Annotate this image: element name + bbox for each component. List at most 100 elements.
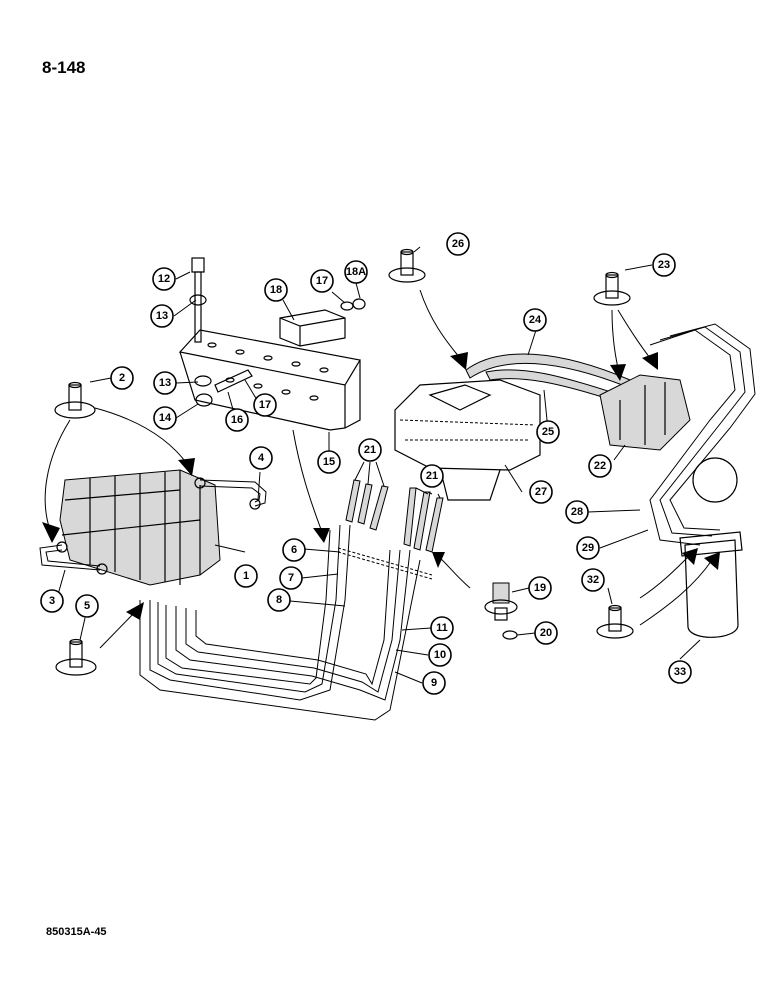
bolt-16 — [214, 369, 253, 393]
accumulator-27 — [394, 379, 541, 501]
svg-text:17: 17 — [316, 275, 328, 287]
tube-4-fitting — [194, 477, 206, 489]
tube-4 — [199, 479, 267, 507]
callout: 13 — [153, 371, 177, 395]
svg-text:28: 28 — [571, 506, 583, 518]
svg-text:2: 2 — [119, 372, 125, 384]
callout: 26 — [446, 232, 470, 256]
svg-text:19: 19 — [534, 582, 546, 594]
callout: 10 — [428, 643, 452, 667]
callout: 7 — [279, 566, 303, 590]
svg-text:23: 23 — [658, 259, 670, 271]
svg-text:10: 10 — [434, 649, 446, 661]
svg-text:8: 8 — [276, 594, 282, 606]
tube-bundle — [139, 524, 421, 721]
svg-text:7: 7 — [288, 572, 294, 584]
callout: 5 — [75, 594, 99, 618]
svg-text:21: 21 — [364, 444, 376, 456]
direction-arrows — [42, 289, 720, 649]
nut-13-upper — [189, 294, 207, 306]
valve-19 — [484, 582, 518, 621]
nut-13-lower — [194, 375, 212, 387]
callout: 29 — [576, 536, 600, 560]
svg-text:22: 22 — [594, 460, 606, 472]
svg-text:14: 14 — [159, 412, 172, 424]
svg-text:17: 17 — [259, 399, 271, 411]
callout: 21 — [420, 464, 444, 488]
svg-text:6: 6 — [291, 544, 297, 556]
nut-18a — [352, 298, 366, 310]
callout: 1 — [234, 564, 258, 588]
tube-clamp-strip — [337, 547, 433, 580]
bolt-flange-5 — [55, 638, 97, 676]
hoses-21-left — [345, 479, 389, 531]
callout: 13 — [150, 304, 174, 328]
callout: 32 — [581, 568, 605, 592]
tube-4-fitting — [249, 498, 261, 510]
svg-text:11: 11 — [436, 622, 448, 634]
bolt-flange-2 — [54, 381, 96, 419]
svg-text:9: 9 — [431, 677, 437, 689]
tube-3 — [39, 544, 101, 571]
bolt-12 — [191, 257, 205, 343]
callout: 17 — [253, 393, 277, 417]
washer-17 — [340, 301, 354, 311]
svg-text:15: 15 — [323, 456, 335, 468]
callout: 20 — [534, 621, 558, 645]
tube-29b — [669, 323, 756, 531]
tube-3-fitting — [96, 563, 108, 575]
callout: 21 — [358, 438, 382, 462]
svg-text:13: 13 — [159, 377, 171, 389]
tube-29 — [659, 326, 746, 537]
callout: 3 — [40, 589, 64, 613]
tube-28 — [649, 329, 736, 546]
filter-33 — [679, 457, 743, 638]
callout: 17 — [310, 269, 334, 293]
svg-text:20: 20 — [540, 627, 552, 639]
svg-text:16: 16 — [231, 414, 243, 426]
document-code: 850315A-45 — [46, 926, 107, 938]
callout: 24 — [523, 308, 547, 332]
svg-text:3: 3 — [49, 595, 55, 607]
callout: 33 — [668, 660, 692, 684]
svg-text:27: 27 — [535, 486, 547, 498]
mounting-bracket — [178, 329, 361, 431]
svg-text:26: 26 — [452, 238, 464, 250]
bolt-flange-32 — [596, 604, 634, 639]
bolt-flange-23 — [593, 271, 631, 306]
bolt-flange-26 — [388, 248, 426, 283]
nut-20 — [502, 630, 518, 640]
callout: 18 — [264, 278, 288, 302]
callout: 11 — [430, 616, 454, 640]
svg-text:18A: 18A — [346, 266, 366, 278]
control-valve-block — [59, 469, 221, 586]
callout: 28 — [565, 500, 589, 524]
clamp-block-18 — [279, 309, 346, 347]
pilot-valve-22 — [599, 374, 691, 451]
callout: 2 — [110, 366, 134, 390]
callout: 14 — [153, 406, 177, 430]
tube-3-fitting — [56, 541, 68, 553]
svg-text:12: 12 — [158, 273, 170, 285]
callout: 22 — [588, 454, 612, 478]
svg-text:4: 4 — [258, 452, 265, 464]
svg-text:18: 18 — [270, 284, 282, 296]
callout: 25 — [536, 420, 560, 444]
callout: 8 — [267, 588, 291, 612]
callout: 12 — [152, 267, 176, 291]
callout: 23 — [652, 253, 676, 277]
svg-text:24: 24 — [529, 314, 542, 326]
callout: 18A — [344, 260, 368, 284]
callout: 15 — [317, 450, 341, 474]
callout: 19 — [528, 576, 552, 600]
callout: 6 — [282, 538, 306, 562]
callout: 9 — [422, 671, 446, 695]
svg-text:29: 29 — [582, 542, 594, 554]
svg-text:13: 13 — [156, 310, 168, 322]
svg-text:25: 25 — [542, 426, 554, 438]
callout: 27 — [529, 480, 553, 504]
callout: 4 — [249, 446, 273, 470]
svg-text:21: 21 — [426, 470, 438, 482]
svg-text:5: 5 — [84, 600, 90, 612]
